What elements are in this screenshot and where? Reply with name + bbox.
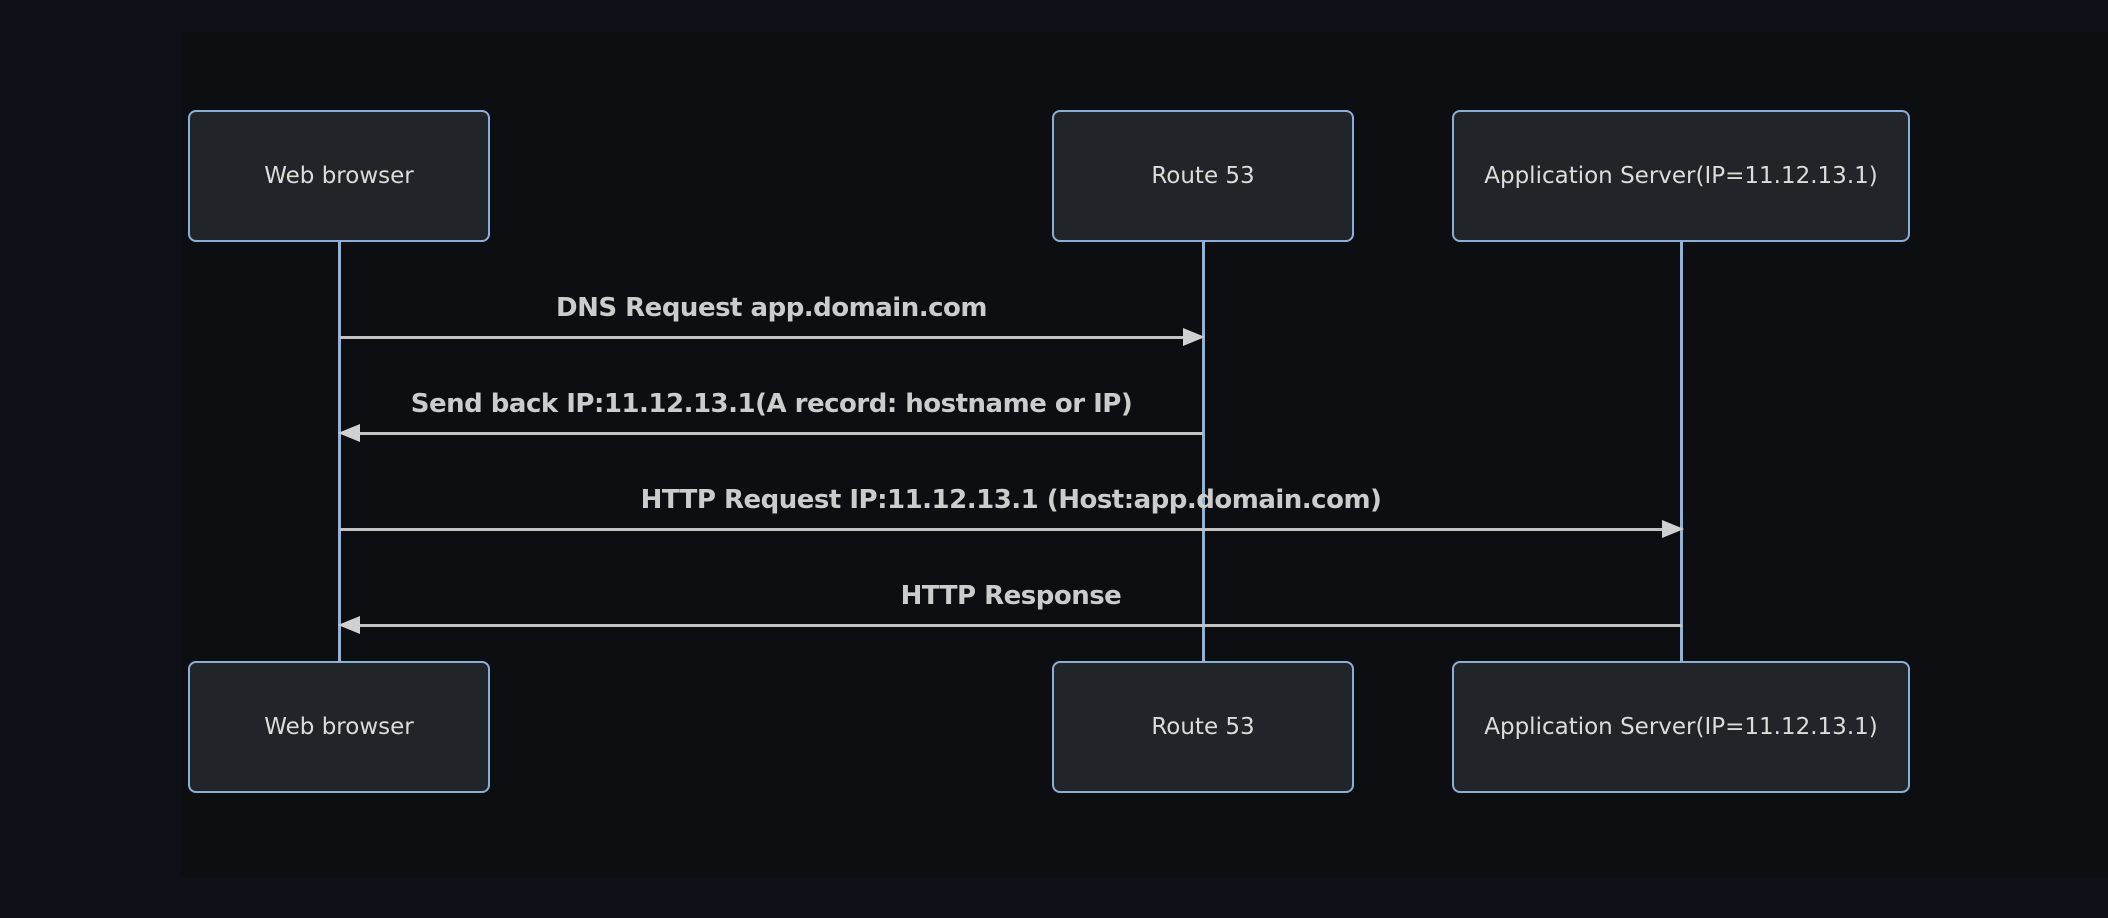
lifeline-app-server (1680, 242, 1683, 663)
signal-line (354, 624, 1682, 627)
signal-line (354, 432, 1203, 435)
actor-bottom-web-browser: Web browser (188, 661, 490, 793)
actor-top-web-browser: Web browser (188, 110, 490, 242)
actor-label: Route 53 (1151, 163, 1255, 189)
actor-top-route-53: Route 53 (1052, 110, 1354, 242)
actor-label: Application Server(IP=11.12.13.1) (1484, 163, 1878, 189)
signal-line (340, 336, 1189, 339)
message-label: HTTP Request IP:11.12.13.1 (Host:app.dom… (640, 485, 1382, 515)
arrowhead-right-icon (1183, 328, 1205, 346)
arrowhead-left-icon (338, 616, 360, 634)
actor-label: Web browser (264, 163, 414, 189)
lifeline-route-53 (1202, 242, 1205, 663)
actor-label: Route 53 (1151, 714, 1255, 740)
arrowhead-left-icon (338, 424, 360, 442)
actor-label: Web browser (264, 714, 414, 740)
message-label: DNS Request app.domain.com (556, 293, 987, 323)
signal-line (340, 528, 1668, 531)
actor-bottom-route-53: Route 53 (1052, 661, 1354, 793)
lifeline-web-browser (338, 242, 341, 663)
actor-bottom-app-server: Application Server(IP=11.12.13.1) (1452, 661, 1910, 793)
actor-label: Application Server(IP=11.12.13.1) (1484, 714, 1878, 740)
actor-top-app-server: Application Server(IP=11.12.13.1) (1452, 110, 1910, 242)
message-label: Send back IP:11.12.13.1(A record: hostna… (410, 389, 1133, 419)
message-label: HTTP Response (900, 581, 1122, 611)
arrowhead-right-icon (1662, 520, 1684, 538)
